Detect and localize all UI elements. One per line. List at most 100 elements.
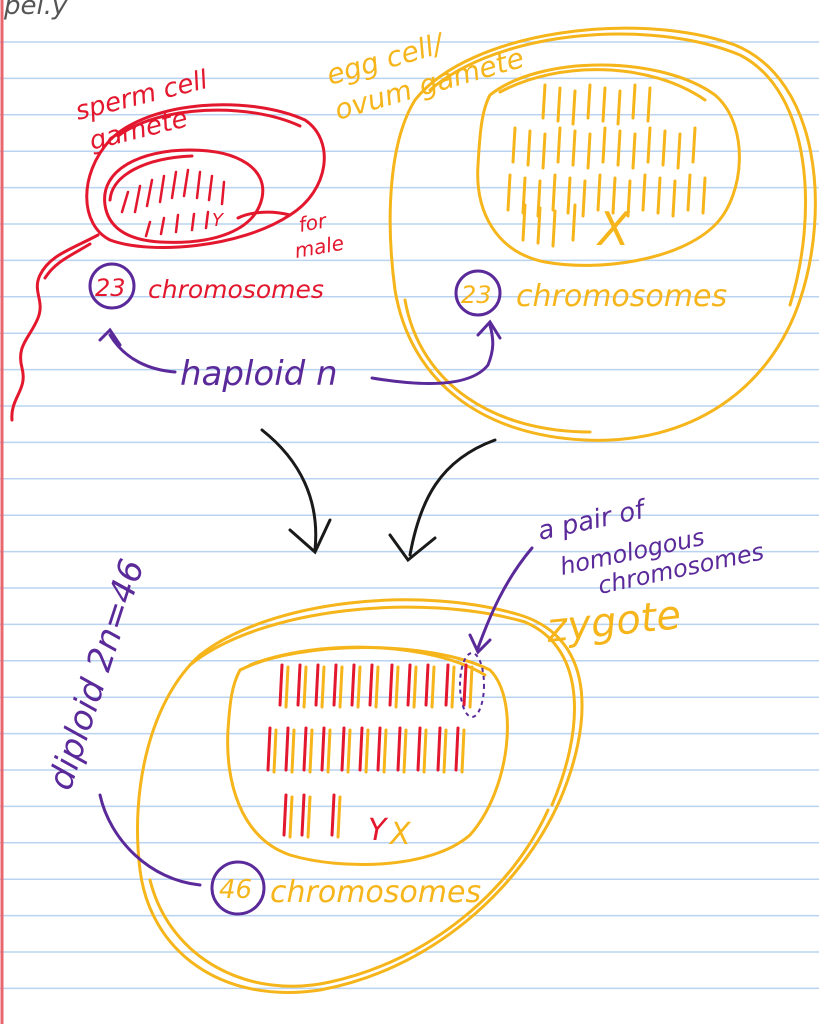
chromosome-mark xyxy=(511,126,517,164)
egg-outer-membrane-sketch-2 xyxy=(403,298,592,434)
chromosome-mark xyxy=(556,86,562,123)
chromosome-mark xyxy=(174,213,180,234)
chromosome-mark xyxy=(701,176,707,215)
chromosome-mark xyxy=(626,179,632,218)
fertilization-arrows xyxy=(260,428,497,563)
egg-x-chromosome: X xyxy=(596,202,631,256)
chromosome-mark-maternal xyxy=(288,795,294,839)
chromosome-mark xyxy=(571,203,577,242)
homologous-pointer-line xyxy=(476,546,534,650)
chromosome-mark-maternal xyxy=(320,665,326,709)
chromosome-mark-maternal xyxy=(394,665,400,709)
chromosome-mark xyxy=(601,126,607,164)
chromosome-mark-maternal xyxy=(272,728,278,774)
chromosome-mark xyxy=(120,190,130,214)
zygote-count: 46 xyxy=(219,875,252,905)
chromosome-mark xyxy=(541,83,547,120)
chromosome-mark-maternal xyxy=(450,665,456,709)
chromosome-mark-paternal xyxy=(388,663,394,707)
homologous-pair-highlight xyxy=(459,652,485,718)
chromosome-mark-maternal xyxy=(422,728,428,774)
egg-outer-membrane xyxy=(388,26,817,442)
chromosome-mark-maternal xyxy=(306,795,312,839)
zygote-count-circle xyxy=(210,860,266,916)
header-fragment: pei.y xyxy=(3,0,68,21)
chromosome-mark xyxy=(551,209,557,248)
sperm-nucleus xyxy=(103,148,265,244)
chromosome-mark xyxy=(133,184,142,214)
sperm-y-chromosome: Y xyxy=(212,210,225,231)
chromosome-mark-paternal xyxy=(368,663,374,707)
chromosome-mark xyxy=(204,210,210,230)
haploid-label: haploid n xyxy=(180,354,338,394)
chromosome-mark-maternal xyxy=(338,665,344,709)
chromosome-mark-maternal xyxy=(412,665,418,709)
arrow-down-left-icon xyxy=(408,438,497,557)
chromosome-mark-maternal xyxy=(326,728,332,774)
chromosome-mark xyxy=(145,178,154,208)
chromosome-mark-maternal xyxy=(382,728,388,774)
pointer-arrow-icon xyxy=(476,319,502,340)
chromosome-mark-paternal xyxy=(330,793,336,837)
haploid-arrow-right xyxy=(370,323,495,386)
zygote-outer-membrane-sketch-2 xyxy=(148,808,550,988)
chromosome-mark-maternal xyxy=(302,665,308,709)
chromosome-mark xyxy=(611,176,617,215)
chromosome-mark xyxy=(571,129,577,167)
sperm-count: 23 xyxy=(95,274,126,302)
chromosome-mark xyxy=(170,170,178,200)
chromosome-mark xyxy=(586,83,592,120)
chromosome-mark xyxy=(536,206,542,245)
chromosome-mark xyxy=(691,126,697,164)
chromosome-mark-paternal xyxy=(454,726,460,772)
chromosome-mark-paternal xyxy=(424,663,430,707)
chromosome-mark xyxy=(646,126,652,164)
chromosome-mark-maternal xyxy=(442,728,448,774)
chromosome-mark-paternal xyxy=(406,663,412,707)
chromosome-mark xyxy=(195,170,202,200)
zygote-count-label: chromosomes xyxy=(270,875,481,910)
sperm-nucleus-sketch xyxy=(108,154,194,202)
zygote-y-chromosome: Y xyxy=(368,813,389,848)
chromosome-mark-maternal xyxy=(364,728,370,774)
egg-count: 23 xyxy=(461,281,492,309)
chromosome-mark-paternal xyxy=(314,663,320,707)
diploid-pointer-line xyxy=(98,793,202,887)
sperm-count-label: chromosomes xyxy=(148,275,324,304)
chromosome-mark xyxy=(596,173,602,212)
chromosome-mark xyxy=(601,86,607,123)
sperm-tail xyxy=(10,233,100,422)
chromosome-mark-paternal xyxy=(284,726,290,772)
zygote-chromosomes xyxy=(266,663,474,839)
chromosome-mark-paternal xyxy=(416,726,422,772)
sperm-note-line1: for xyxy=(297,208,330,237)
chromosome-mark-maternal xyxy=(460,728,466,774)
chromosome-mark-paternal xyxy=(282,793,288,837)
arrow-down-right-head xyxy=(288,518,332,555)
egg-nucleus xyxy=(476,63,741,267)
chromosome-mark-paternal xyxy=(444,663,450,707)
notebook-rule-lines xyxy=(0,41,819,990)
chromosome-mark-paternal xyxy=(340,726,346,772)
chromosome-mark xyxy=(616,89,622,126)
chromosome-mark-paternal xyxy=(332,663,338,707)
zygote-outer-membrane-sketch xyxy=(188,605,576,807)
arrow-down-left-head xyxy=(388,533,437,563)
sperm-midpiece xyxy=(43,242,92,280)
chromosome-mark xyxy=(641,173,647,212)
chromosome-mark-maternal xyxy=(356,665,362,709)
chromosome-mark xyxy=(556,126,562,164)
chromosome-mark xyxy=(159,216,166,236)
chromosome-mark-paternal xyxy=(278,663,284,707)
haploid-pointers xyxy=(98,319,502,386)
chromosome-mark xyxy=(144,220,152,238)
chromosome-mark xyxy=(158,174,166,204)
pointer-arrow-icon xyxy=(468,633,492,655)
diploid-label: diploid 2n=46 xyxy=(41,555,153,795)
chromosome-mark-maternal xyxy=(284,665,290,709)
chromosome-mark xyxy=(521,203,527,242)
chromosome-mark-paternal xyxy=(358,726,364,772)
chromosome-mark xyxy=(526,129,532,167)
zygote-outer-membrane xyxy=(136,598,584,994)
